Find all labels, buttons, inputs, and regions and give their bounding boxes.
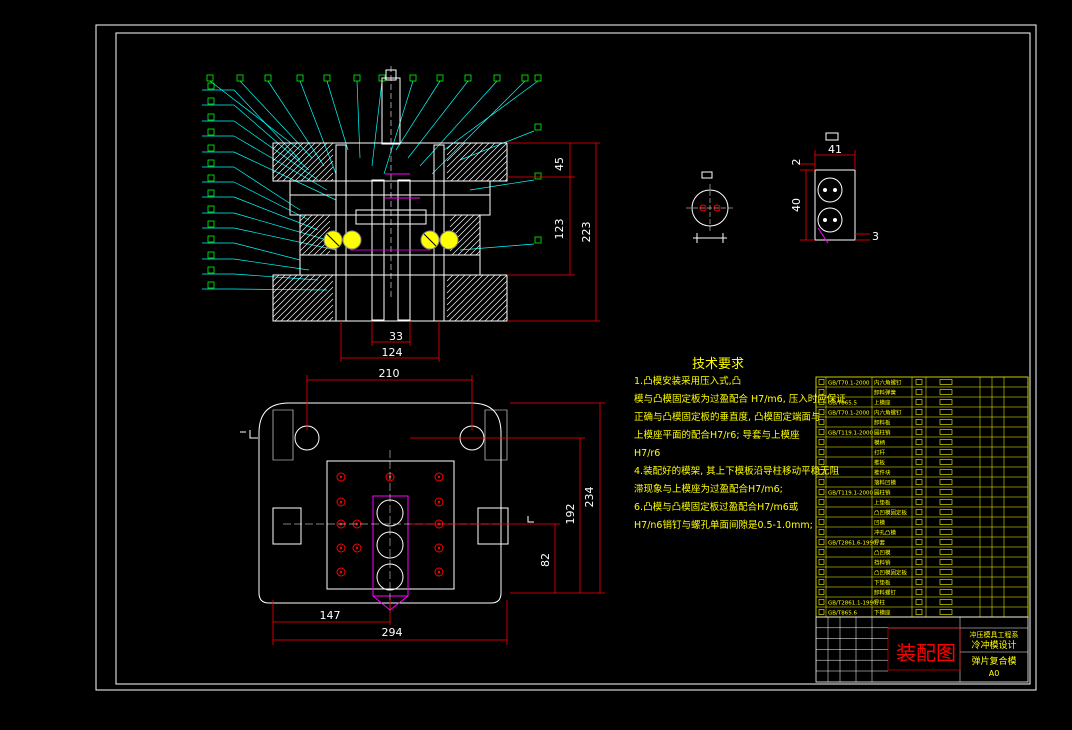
dim-294: 294	[382, 626, 403, 639]
dim-123: 123	[553, 219, 566, 240]
dim-192: 192	[564, 504, 577, 525]
parts-row-code: GB/T70.1-2000	[828, 381, 870, 387]
tech-req-line: H7/r6	[634, 448, 660, 459]
parts-row-name: 圆柱销	[874, 489, 891, 497]
left-leader-lines	[202, 89, 337, 291]
die-plate	[326, 460, 455, 590]
dim-147: 147	[320, 609, 341, 622]
tech-req-line: 上模座平面的配合H7/r6; 导套与上模座	[634, 429, 800, 441]
outer-frame	[95, 24, 1037, 691]
section-hatching	[272, 142, 508, 322]
dim-2: 2	[790, 159, 803, 166]
school-line: 冲压模具工程系	[970, 630, 1019, 639]
parts-row-name: 上垫板	[874, 499, 891, 507]
parts-row-name: 落料凹模	[874, 479, 897, 487]
tech-req-title: 技术要求	[692, 357, 744, 372]
parts-row-code: GB/T119.1-2000	[828, 431, 873, 437]
sheet-size: A0	[989, 669, 1000, 678]
parts-row-code: GB/T2861.1-1990	[828, 601, 877, 607]
parts-row-name: 卸料板	[874, 419, 891, 427]
parts-row-name: 凸凹模	[874, 549, 891, 557]
parts-row-name: 凸凹模固定板	[874, 569, 908, 577]
part-number-boxes	[206, 74, 542, 289]
tech-req-line: 模与凸模固定板为过盈配合 H7/m6, 压入时应保证	[634, 393, 846, 405]
tech-req-line: 1.凸模安装采用压入式,凸	[634, 375, 741, 387]
design-title: 冷冲模设计	[971, 639, 1016, 651]
parts-row-name: 圆柱销	[874, 429, 891, 437]
dim-33: 33	[389, 330, 403, 343]
parts-row-name: 推件块	[874, 469, 891, 477]
parts-row-name: 打杆	[874, 449, 886, 457]
die-block-detail-view[interactable]: 41 40 2 3	[790, 132, 879, 244]
tech-req-line: 滞现象与上模座为过盈配合H7/m6;	[634, 483, 783, 495]
inner-frame	[115, 32, 1031, 685]
parts-row-name: 挡料销	[874, 559, 891, 567]
lower-die-base-outline	[258, 402, 502, 604]
plan-dimension-lines	[272, 375, 605, 645]
dim-223: 223	[580, 222, 593, 243]
dim-45: 45	[553, 157, 566, 171]
parts-row-code: GB/T865.5	[828, 401, 857, 407]
tech-req-line: 6.凸模与凸模固定板过盈配合H7/m6或	[634, 501, 799, 513]
dim-40: 40	[790, 198, 803, 212]
parts-row-code: GB/T70.1-2000	[828, 411, 870, 417]
parts-row-name: 凹模	[874, 519, 886, 527]
strip-outline	[372, 495, 409, 597]
dim-82: 82	[539, 553, 552, 567]
tech-req-line: 正确与凸模固定板的垂直度, 凸模固定端面与	[634, 411, 821, 423]
parts-row-name: 凸凹模固定板	[874, 509, 908, 517]
punch-detail-view[interactable]	[686, 171, 734, 243]
lower-die-base	[272, 274, 508, 322]
drawing-name-title: 装配图	[896, 641, 956, 665]
title-block[interactable]: 装配图 冲压模具工程系 冷冲模设计 弹片复合模 A0	[815, 616, 1029, 683]
dim-234: 234	[583, 487, 596, 508]
tech-req-line: 4.装配好的模架, 其上下模板沿导柱移动平稳无阻	[634, 465, 840, 477]
product-name: 弹片复合模	[971, 655, 1016, 667]
parts-row-name: 导柱	[874, 599, 886, 607]
tech-req-line: H7/n6销钉与螺孔单面间隙是0.5-1.0mm;	[634, 519, 813, 531]
parts-row-name: 模柄	[874, 439, 886, 447]
dim-3: 3	[872, 230, 879, 243]
dim-41: 41	[828, 143, 842, 156]
parts-row-code: GB/T2861.6-1990	[828, 541, 877, 547]
parts-row-name: 导套	[874, 539, 886, 547]
front-dimension-lines	[340, 142, 600, 362]
parts-row-name: 卸料弹簧	[874, 389, 897, 397]
right-leader-lines	[459, 130, 535, 251]
front-section-view[interactable]: 45 123 223 33 124	[202, 66, 600, 362]
top-leader-lines	[209, 80, 539, 175]
parts-row-name: 推板	[874, 459, 886, 467]
parts-row-name: 下垫板	[874, 579, 891, 587]
parts-row-name: 冲孔凸模	[874, 529, 897, 537]
parts-row-name: 卸料螺钉	[874, 589, 897, 597]
parts-row-name: 下模座	[874, 609, 891, 617]
parts-row-name: 内六角螺钉	[874, 379, 902, 387]
parts-row-code: GB/T119.1-2000	[828, 491, 873, 497]
dim-124: 124	[382, 346, 403, 359]
dim-210: 210	[379, 367, 400, 380]
plan-view[interactable]: 210 234 192 82 147 294	[240, 367, 605, 645]
parts-row-name: 上模座	[874, 399, 891, 407]
parts-row-code: GB/T865.6	[828, 611, 857, 617]
parts-row-name: 内六角螺钉	[874, 409, 902, 417]
